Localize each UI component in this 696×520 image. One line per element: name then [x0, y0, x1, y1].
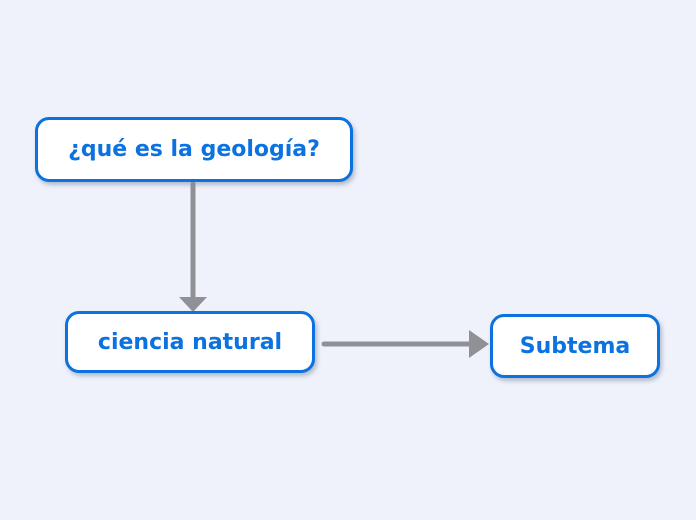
node-label: ciencia natural — [97, 329, 283, 355]
node-label: ¿qué es la geología? — [68, 137, 320, 162]
connector-root-to-child — [179, 181, 207, 312]
arrowhead-right-icon — [469, 330, 489, 358]
connector-child-to-subtopic — [321, 330, 489, 358]
node-label: Subtema — [519, 333, 631, 359]
node-ciencia-natural[interactable]: ciencia natural — [65, 311, 315, 373]
arrowhead-down-icon — [179, 297, 207, 312]
node-que-es-la-geologia[interactable]: ¿qué es la geología? — [35, 117, 353, 182]
node-subtema[interactable]: Subtema — [490, 314, 660, 378]
